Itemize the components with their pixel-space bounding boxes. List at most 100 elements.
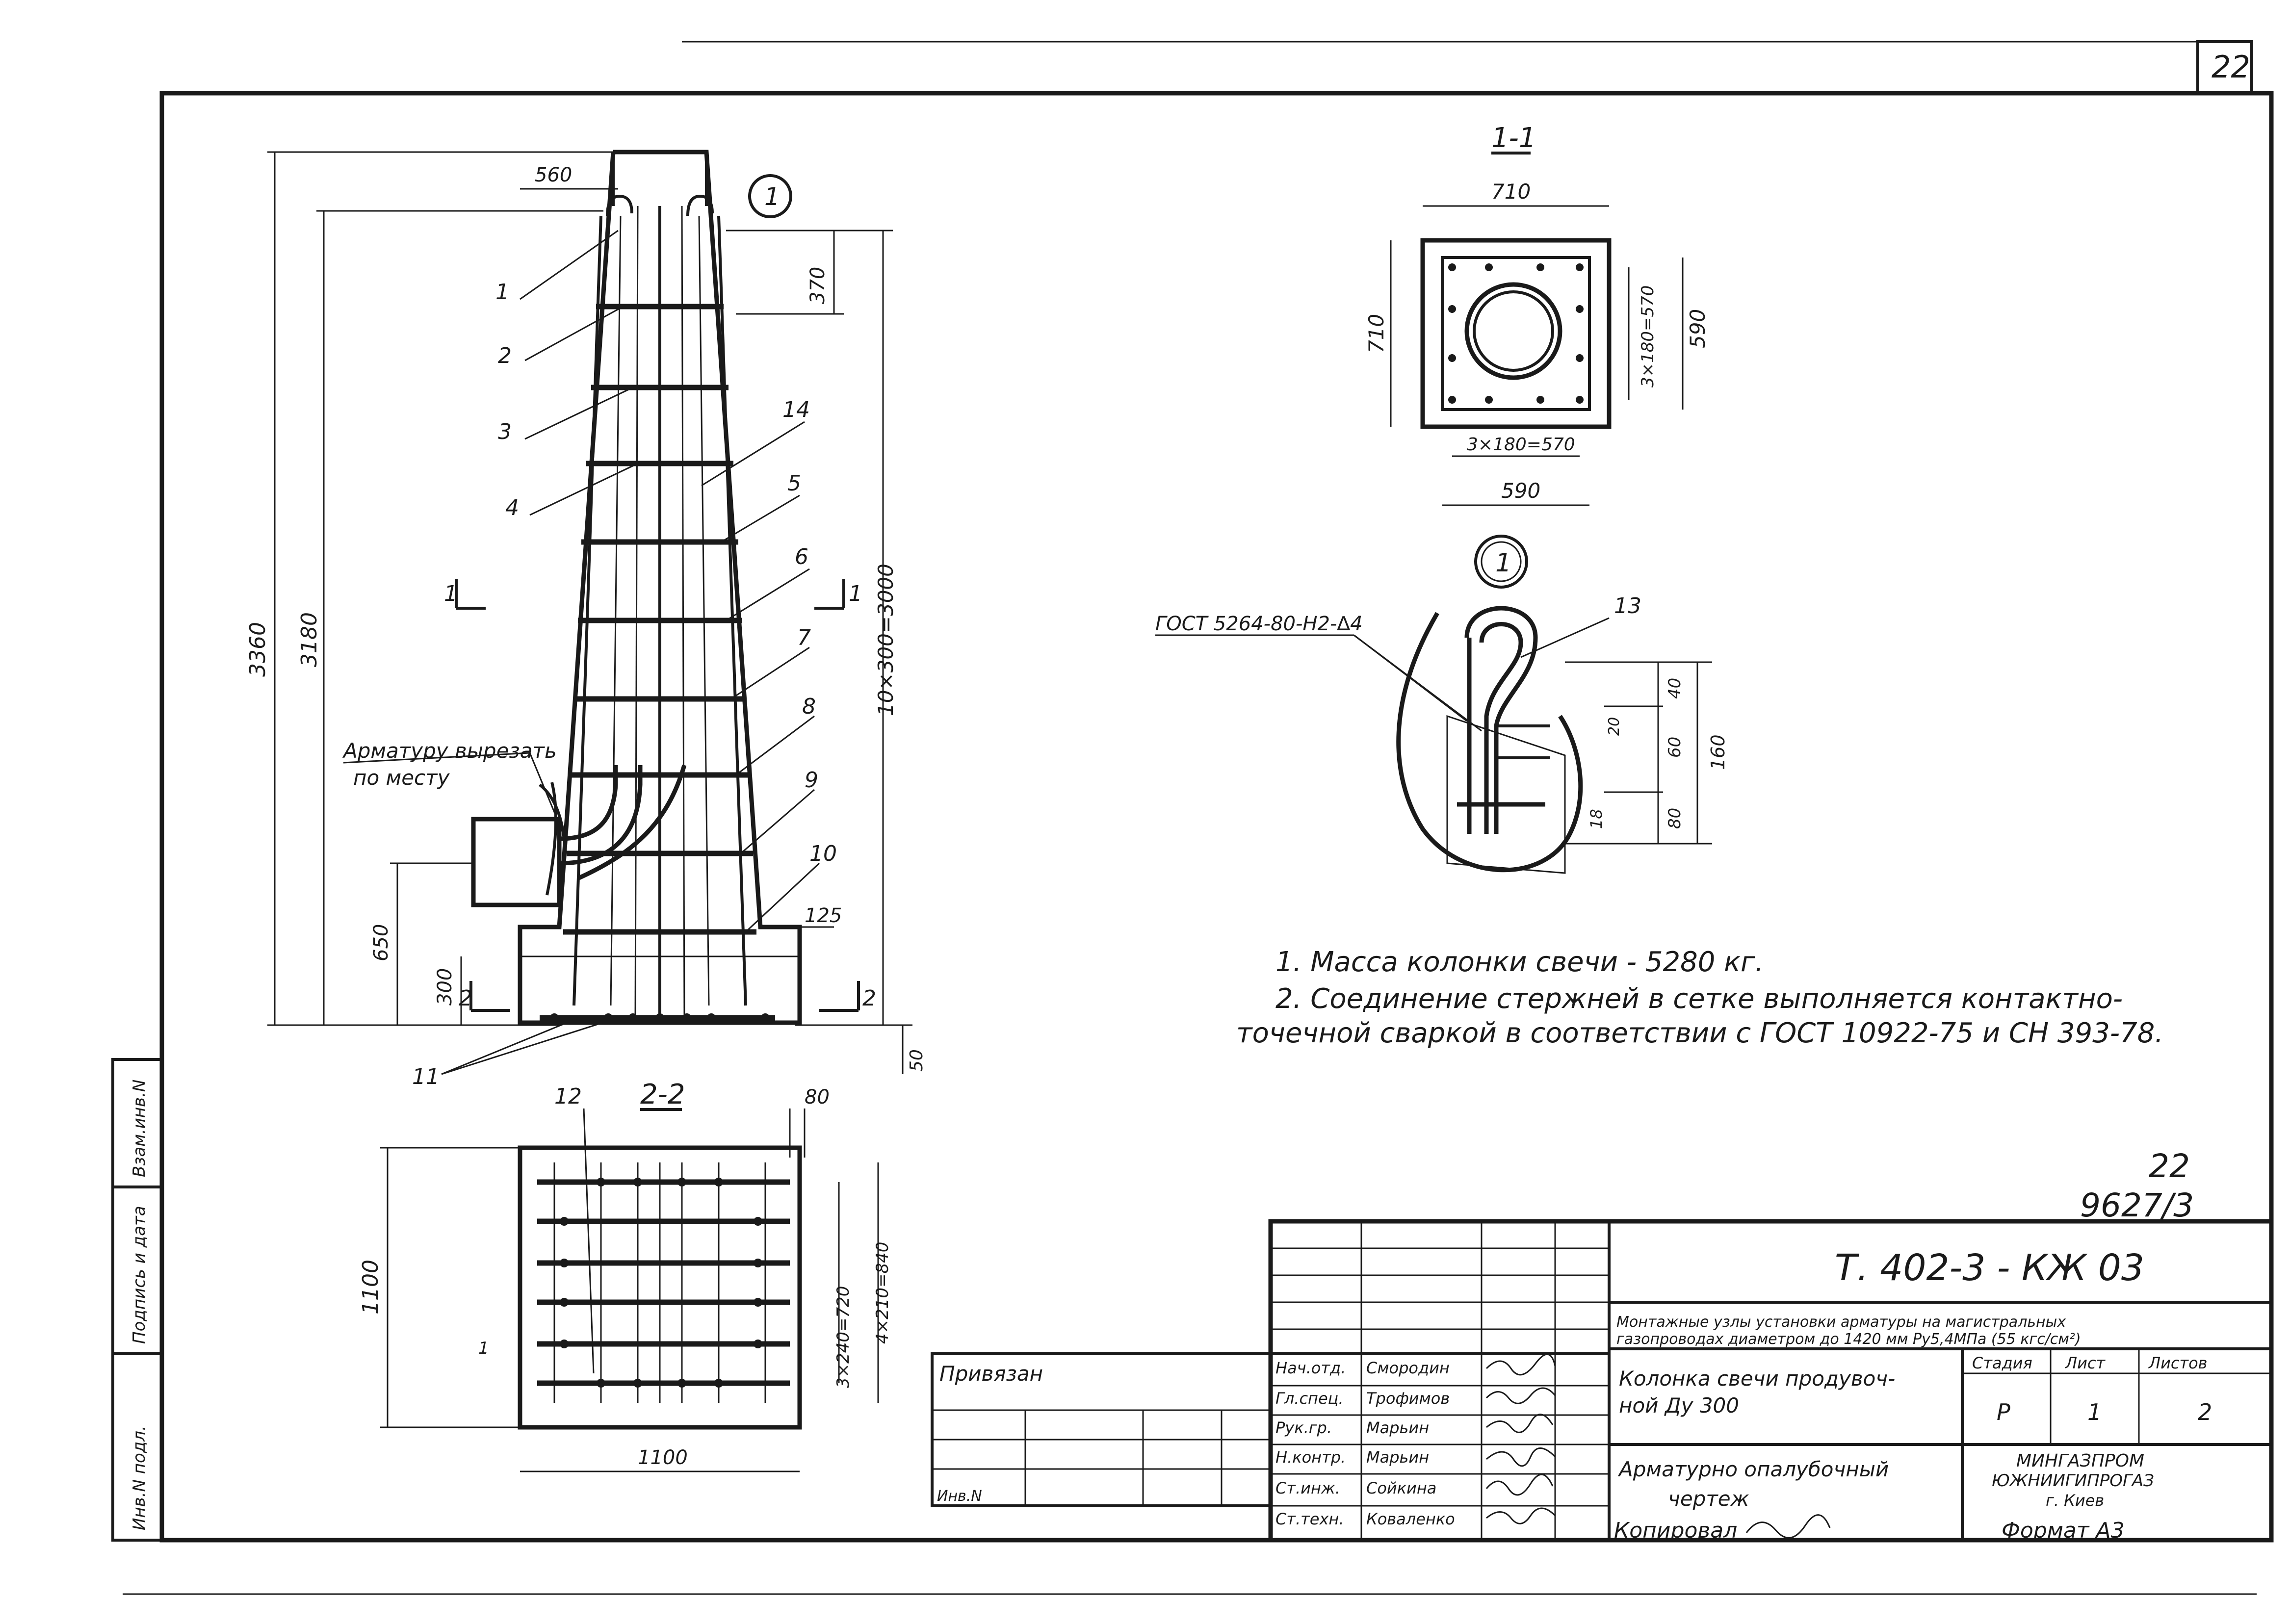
bottom-sheet-number: 22 bbox=[2149, 1147, 2190, 1185]
pos-10: 10 bbox=[809, 841, 837, 866]
detail-pos-13: 13 bbox=[1614, 593, 1641, 619]
pos-14: 14 bbox=[782, 397, 810, 422]
detail-dim-60: 60 bbox=[1665, 737, 1685, 758]
dim-1-1-right: 590 bbox=[1686, 309, 1710, 348]
section-1-1 bbox=[1420, 238, 1612, 429]
dim-1-1-spacing-h: 3×180=570 bbox=[1467, 435, 1575, 455]
note-cut-line1: Арматуру вырезать bbox=[342, 739, 557, 763]
svg-text:1: 1 bbox=[849, 581, 862, 606]
svg-text:2: 2 bbox=[459, 986, 472, 1011]
section-2-2-dim-top: 80 bbox=[805, 1086, 830, 1108]
detail-dim-18: 18 bbox=[1587, 809, 1606, 829]
pos-8: 8 bbox=[802, 694, 816, 719]
dim-foot-offset: 125 bbox=[805, 904, 842, 927]
format-label: Формат А3 bbox=[2002, 1518, 2125, 1543]
sheet-number: 22 bbox=[2212, 49, 2250, 85]
signatures bbox=[1485, 1353, 1556, 1524]
note-2-line1: 2. Соединение стержней в сетке выполняет… bbox=[1275, 983, 2123, 1015]
detail-dim-80: 80 bbox=[1665, 808, 1685, 829]
org-line2: ЮЖНИИГИПРОГАЗ bbox=[1992, 1471, 2154, 1491]
dim-2-2-inner: 3×240=720 bbox=[833, 1286, 853, 1388]
detail-1 bbox=[1396, 606, 1583, 874]
dim-2-2-width: 1100 bbox=[638, 1446, 688, 1469]
section-1-1-dims: 710 710 3×180=570 590 3×180=570 590 bbox=[1364, 180, 1710, 506]
dim-opening-height: 650 bbox=[370, 924, 392, 961]
detail-1-dims: 40 20 60 160 18 80 bbox=[1565, 661, 1729, 845]
org-line1: МИНГАЗПРОМ bbox=[2016, 1451, 2144, 1471]
name-6: Коваленко bbox=[1366, 1510, 1455, 1528]
section-2-2-pos-12: 12 bbox=[554, 1084, 582, 1109]
detail-gost-label: ГОСТ 5264-80-Н2-∆4 bbox=[1155, 613, 1363, 635]
section-2-2 bbox=[518, 1145, 802, 1430]
dim-base-height: 300 bbox=[434, 968, 456, 1005]
role-4: Н.контр. bbox=[1275, 1448, 1346, 1467]
strip-signature: Подпись и дата bbox=[130, 1206, 149, 1344]
project-line2: газопроводах диаметром до 1420 мм Ру5,4М… bbox=[1616, 1331, 2081, 1348]
role-2: Гл.спец. bbox=[1275, 1389, 1344, 1408]
org-line3: г. Киев bbox=[2046, 1491, 2104, 1510]
drawing-line2: чертеж bbox=[1668, 1487, 1749, 1511]
sheets-value: 2 bbox=[2198, 1399, 2212, 1425]
dim-top-offset: 370 bbox=[807, 267, 829, 304]
sheets-header: Листов bbox=[2148, 1354, 2208, 1372]
dim-1-1-bottom: 590 bbox=[1501, 479, 1540, 503]
detail-callout-circle bbox=[748, 174, 792, 218]
title-block-grid bbox=[931, 1219, 2274, 1543]
detail-dim-40: 40 bbox=[1665, 678, 1685, 699]
dim-top-width: 560 bbox=[535, 164, 572, 186]
pos-2: 2 bbox=[498, 343, 512, 368]
pos-5: 5 bbox=[787, 471, 801, 496]
copied-signature bbox=[1745, 1514, 1831, 1539]
strip-replace: Взам.инв.N bbox=[130, 1080, 149, 1177]
position-leaders bbox=[441, 230, 820, 1075]
section-1-1-title: 1-1 bbox=[1491, 122, 1536, 154]
stage-header: Стадия bbox=[1972, 1354, 2032, 1372]
dim-rung-pitch: 10×300=3000 bbox=[874, 564, 898, 716]
role-3: Рук.гр. bbox=[1275, 1418, 1332, 1437]
sheet-frame bbox=[159, 91, 2274, 1543]
project-line1: Монтажные узлы установки арматуры на маг… bbox=[1616, 1314, 2066, 1331]
pos-9: 9 bbox=[805, 768, 818, 793]
inv-label: Инв.N bbox=[937, 1488, 982, 1505]
sheet-number-box bbox=[2196, 40, 2253, 95]
designation: Т. 402-3 - КЖ 03 bbox=[1835, 1247, 2144, 1289]
dim-overall-height: 3360 bbox=[245, 622, 270, 677]
pos-4: 4 bbox=[505, 495, 519, 520]
role-5: Ст.инж. bbox=[1275, 1479, 1340, 1497]
drawing-line1: Арматурно опалубочный bbox=[1617, 1457, 1889, 1481]
dim-2-2-mesh: 4×210=840 bbox=[873, 1242, 892, 1344]
dim-inner-height: 3180 bbox=[297, 612, 322, 667]
detail-dim-20: 20 bbox=[1606, 717, 1623, 736]
role-6: Ст.техн. bbox=[1275, 1510, 1344, 1528]
elevation-dimensions: 3360 3180 560 370 10×300=3000 650 300 12… bbox=[245, 151, 927, 1074]
dim-1-1-top: 710 bbox=[1491, 180, 1531, 204]
note-2-line2: точечной сваркой в соответствии с ГОСТ 1… bbox=[1236, 1017, 2163, 1049]
dim-2-2-left-mark: 1 bbox=[478, 1339, 489, 1358]
section-2-2-title: 2-2 bbox=[640, 1079, 685, 1110]
detail-callout-number: 1 bbox=[764, 182, 780, 211]
detail-1-number: 1 bbox=[1495, 548, 1511, 578]
svg-text:2: 2 bbox=[862, 986, 876, 1011]
pos-3: 3 bbox=[498, 419, 512, 444]
detail-1-circle bbox=[1474, 535, 1528, 589]
copied-label: Копировал bbox=[1614, 1518, 1737, 1543]
sheet-value: 1 bbox=[2087, 1399, 2102, 1425]
dim-bottom: 50 bbox=[907, 1049, 927, 1072]
section-2-2-dims: 1100 1100 3×240=720 4×210=840 1 bbox=[358, 1147, 892, 1472]
note-cut-line2: по месту bbox=[353, 766, 450, 790]
svg-text:1: 1 bbox=[444, 581, 458, 606]
name-5: Сойкина bbox=[1366, 1479, 1436, 1497]
part-line1: Колонка свечи продувоч- bbox=[1619, 1366, 1895, 1391]
pos-1: 1 bbox=[495, 280, 509, 305]
pos-7: 7 bbox=[797, 625, 811, 650]
name-3: Марьин bbox=[1366, 1418, 1429, 1437]
strip-inv-no: Инв.N подл. bbox=[130, 1425, 149, 1530]
name-1: Смородин bbox=[1366, 1359, 1450, 1377]
left-strip: Инв.N подл. Подпись и дата Взам.инв.N bbox=[111, 1058, 163, 1542]
bound-label: Привязан bbox=[939, 1362, 1043, 1386]
name-2: Трофимов bbox=[1366, 1389, 1450, 1408]
inventory-number: 9627/3 bbox=[2080, 1186, 2194, 1224]
dim-1-1-left: 710 bbox=[1364, 314, 1388, 353]
note-1: 1. Масса колонки свечи - 5280 кг. bbox=[1275, 946, 1764, 978]
role-1: Нач.отд. bbox=[1275, 1359, 1346, 1377]
